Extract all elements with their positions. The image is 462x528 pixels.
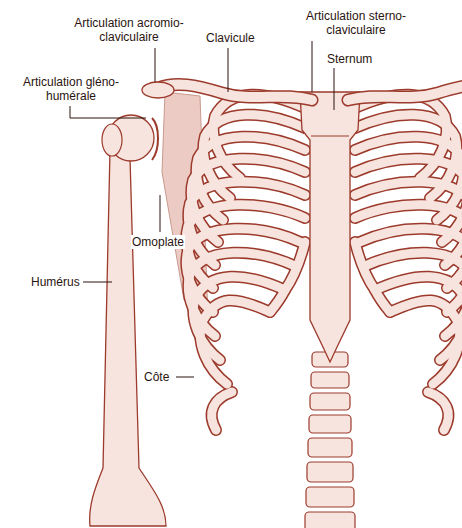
greater-tubercle [102,124,122,156]
clavicle-right [348,84,462,100]
vertebra [310,393,350,410]
leader-line [155,48,156,82]
rib-cage-left [186,95,305,430]
rib-outline [355,95,462,430]
vertebra [308,438,352,457]
clavicle-fill [158,84,312,100]
leader-line [312,41,313,92]
clavicle-left [158,84,312,100]
part-label: Omoplate [131,235,185,249]
leader-line [160,195,161,232]
vertebra [309,415,351,433]
vertebra [307,462,353,482]
part-label: Clavicule [205,31,256,45]
part-label: Humérus [30,275,81,289]
part-label: Côte [143,370,170,384]
sternal-joint [311,136,349,137]
clavicle-fill [348,84,462,100]
vertebra [306,487,354,507]
clavicle-outline [348,84,462,100]
spine [305,352,355,528]
acromion [142,82,174,98]
clavicle-outline [158,84,312,100]
leader-line [228,48,229,92]
leader-line [176,377,194,378]
vertebra [311,372,349,388]
vertebra [305,512,355,528]
sternum [300,92,360,362]
part-label: Articulation gléno-humérale [18,75,124,103]
part-label: Articulation sterno-claviculaire [290,9,422,37]
humerus [90,150,166,526]
leader-line [70,106,146,118]
rib-fill [355,95,462,430]
leader-line [334,68,335,110]
rib-cage-right [355,95,462,430]
part-label: Sternum [326,52,373,66]
part-label: Articulation acromio-claviculaire [63,16,195,44]
rib-outline [186,95,305,430]
leader-line [83,282,112,283]
rib-fill [186,95,305,430]
